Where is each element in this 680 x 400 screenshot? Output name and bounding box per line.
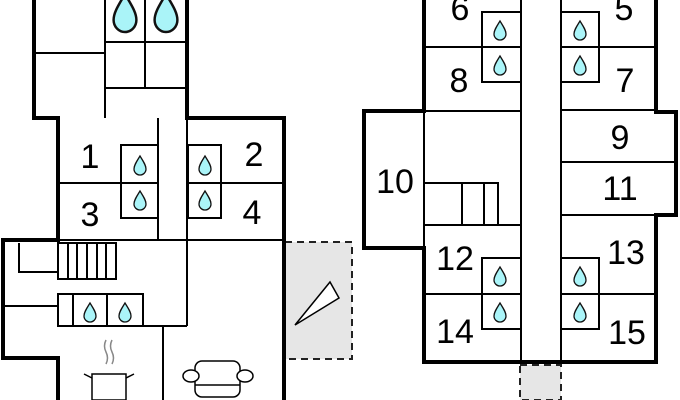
- water-drop-icon: [118, 302, 132, 323]
- water-drop-icon: [493, 302, 507, 323]
- room-label-7: 7: [616, 62, 635, 100]
- room-label-12: 12: [436, 240, 474, 278]
- room-label-10: 10: [376, 163, 414, 201]
- bathroom: [187, 144, 222, 219]
- water-drop-icon: [112, 0, 138, 34]
- bathroom-divider: [72, 294, 108, 326]
- water-drop-icon: [153, 0, 179, 34]
- cooking-pot-icon: [83, 339, 135, 400]
- room-label-6: 6: [451, 0, 470, 28]
- water-drop-icon: [133, 155, 147, 176]
- room-label-13: 13: [607, 234, 645, 272]
- room-label-4: 4: [243, 194, 262, 232]
- bathroom: [57, 293, 144, 327]
- room-label-9: 9: [611, 119, 630, 157]
- right-building: 5 6 7 8 9 10 11 12 13 14 15: [362, 0, 678, 400]
- room-label-15: 15: [608, 314, 646, 352]
- water-drop-icon: [573, 55, 587, 76]
- water-drop-icon: [493, 20, 507, 41]
- bathroom: [120, 144, 159, 219]
- water-drop-icon: [573, 266, 587, 287]
- room-label-8: 8: [450, 62, 469, 100]
- water-drop-icon: [198, 190, 212, 211]
- top-partitions: [34, 0, 187, 118]
- water-drop-icon: [573, 302, 587, 323]
- room-label-2: 2: [245, 136, 264, 174]
- left-building: 1 2 3 4: [1, 0, 353, 400]
- water-drop-icon: [493, 55, 507, 76]
- lower-partitions: [3, 240, 188, 400]
- right-outer-wall: [362, 0, 678, 364]
- room-label-11: 11: [602, 170, 637, 208]
- room-label-3: 3: [81, 196, 100, 234]
- stairs-icon: [57, 242, 117, 280]
- water-drop-icon: [573, 20, 587, 41]
- room-label-5: 5: [615, 0, 634, 28]
- room-label-1: 1: [81, 138, 100, 176]
- water-drop-icon: [198, 155, 212, 176]
- compass-arrow-icon: [294, 280, 341, 326]
- room-label-14: 14: [436, 313, 474, 351]
- room-partitions: [423, 0, 676, 362]
- armchair-icon: [182, 360, 254, 398]
- entrance-step: [519, 364, 562, 400]
- water-drop-icon: [83, 302, 97, 323]
- stairs-icon: [424, 182, 499, 225]
- left-outer-wall: [1, 0, 286, 400]
- water-drop-icon: [133, 190, 147, 211]
- water-drop-icon: [493, 266, 507, 287]
